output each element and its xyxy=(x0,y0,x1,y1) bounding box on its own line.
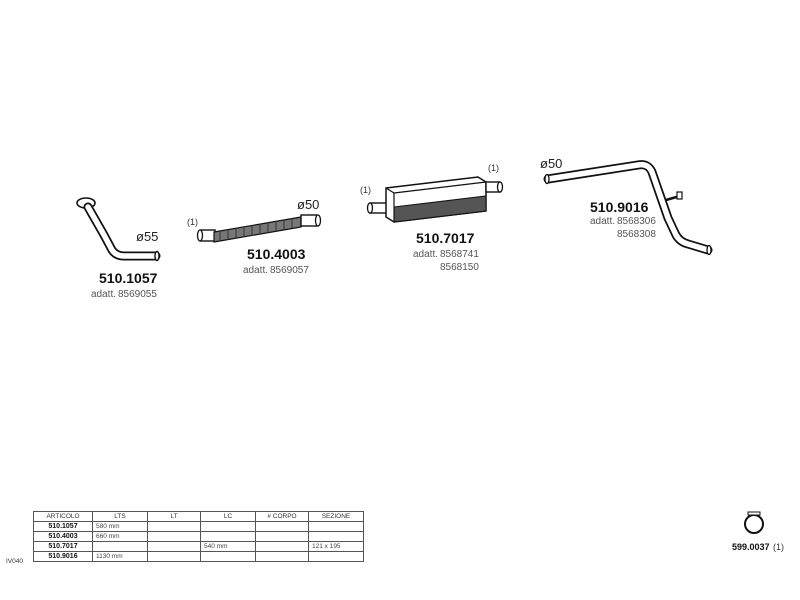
column-header: SEZIONE xyxy=(308,511,364,522)
part-510-7017[interactable]: (1) (1) 510.7017 adatt. 8568741 8568150 xyxy=(360,163,504,273)
column-header: LT xyxy=(147,511,201,522)
diameter-label: ø55 xyxy=(136,229,158,244)
cell-lts: 1130 mm xyxy=(92,551,148,562)
cell-lc xyxy=(200,551,256,562)
ref-number: 8568306 xyxy=(617,216,656,227)
clamp-ring-icon xyxy=(744,511,764,534)
ref-label: adatt. xyxy=(91,289,116,300)
flex-pipe-drawing xyxy=(196,214,322,243)
part-510-1057[interactable]: ø55 510.1057 adatt. 8569055 xyxy=(76,197,161,300)
column-header: LTS xyxy=(92,511,148,522)
diameter-label: ø50 xyxy=(297,197,319,212)
diameter-label: ø50 xyxy=(540,156,562,171)
cell-sezione xyxy=(308,531,364,542)
cell-lc: 540 mm xyxy=(200,541,256,552)
column-header: ARTICOLO xyxy=(33,511,93,522)
note-marker: (1) xyxy=(773,542,784,552)
table-side-code: IV040 xyxy=(6,558,23,565)
note-marker-left: (1) xyxy=(360,185,371,195)
cell-corpo xyxy=(255,531,309,542)
cell-article: 510.4003 xyxy=(33,531,93,542)
part-code: 510.9016 xyxy=(590,199,649,215)
cell-corpo xyxy=(255,541,309,552)
table-header-row: ARTICOLO LTS LT LC # CORPO SEZIONE xyxy=(33,511,364,522)
cell-article: 510.9016 xyxy=(33,551,93,562)
ref-label: adatt. xyxy=(413,249,438,260)
note-marker-right: (1) xyxy=(488,163,499,173)
cell-lts xyxy=(92,541,148,552)
cell-sezione xyxy=(308,551,364,562)
cell-lc xyxy=(200,521,256,532)
ref-number: 8568308 xyxy=(617,229,656,240)
cell-lt xyxy=(147,541,201,552)
part-code: 510.7017 xyxy=(416,230,475,246)
cell-corpo xyxy=(255,551,309,562)
ref-number: 8568741 xyxy=(440,249,479,260)
part-code: 510.4003 xyxy=(247,246,306,262)
table-row[interactable]: 510.9016 1130 mm xyxy=(33,551,364,562)
part-code: 599.0037 xyxy=(732,542,770,552)
silencer-drawing xyxy=(366,176,504,223)
column-header: LC xyxy=(200,511,256,522)
part-599-0037[interactable]: 599.0037 (1) xyxy=(732,511,784,552)
cell-lt xyxy=(147,551,201,562)
ref-label: adatt. xyxy=(590,216,615,227)
front-pipe-drawing xyxy=(76,197,161,262)
ref-label: adatt. xyxy=(243,265,268,276)
parts-spec-table: ARTICOLO LTS LT LC # CORPO SEZIONE 510.1… xyxy=(33,511,364,562)
ref-number: 8568150 xyxy=(440,262,479,273)
table-row[interactable]: 510.4003 660 mm xyxy=(33,531,364,542)
cell-lts: 660 mm xyxy=(92,531,148,542)
note-marker: (1) xyxy=(187,217,198,227)
cell-lt xyxy=(147,531,201,542)
part-code: 510.1057 xyxy=(99,270,158,286)
table-row[interactable]: 510.1057 580 mm xyxy=(33,521,364,532)
tail-pipe-drawing xyxy=(543,160,713,256)
table-row[interactable]: 510.7017 540 mm 121 x 195 xyxy=(33,541,364,552)
cell-lc xyxy=(200,531,256,542)
ref-number: 8569055 xyxy=(118,289,157,300)
cell-lts: 580 mm xyxy=(92,521,148,532)
part-510-9016[interactable]: ø50 510.9016 adatt. 8568306 8568308 xyxy=(540,156,713,256)
cell-article: 510.1057 xyxy=(33,521,93,532)
cell-lt xyxy=(147,521,201,532)
cell-corpo xyxy=(255,521,309,532)
ref-number: 8569057 xyxy=(270,265,309,276)
cell-article: 510.7017 xyxy=(33,541,93,552)
part-510-4003[interactable]: (1) ø50 510.4003 adatt. 8569057 xyxy=(187,197,322,276)
cell-sezione xyxy=(308,521,364,532)
column-header: # CORPO xyxy=(255,511,309,522)
cell-sezione: 121 x 195 xyxy=(308,541,364,552)
